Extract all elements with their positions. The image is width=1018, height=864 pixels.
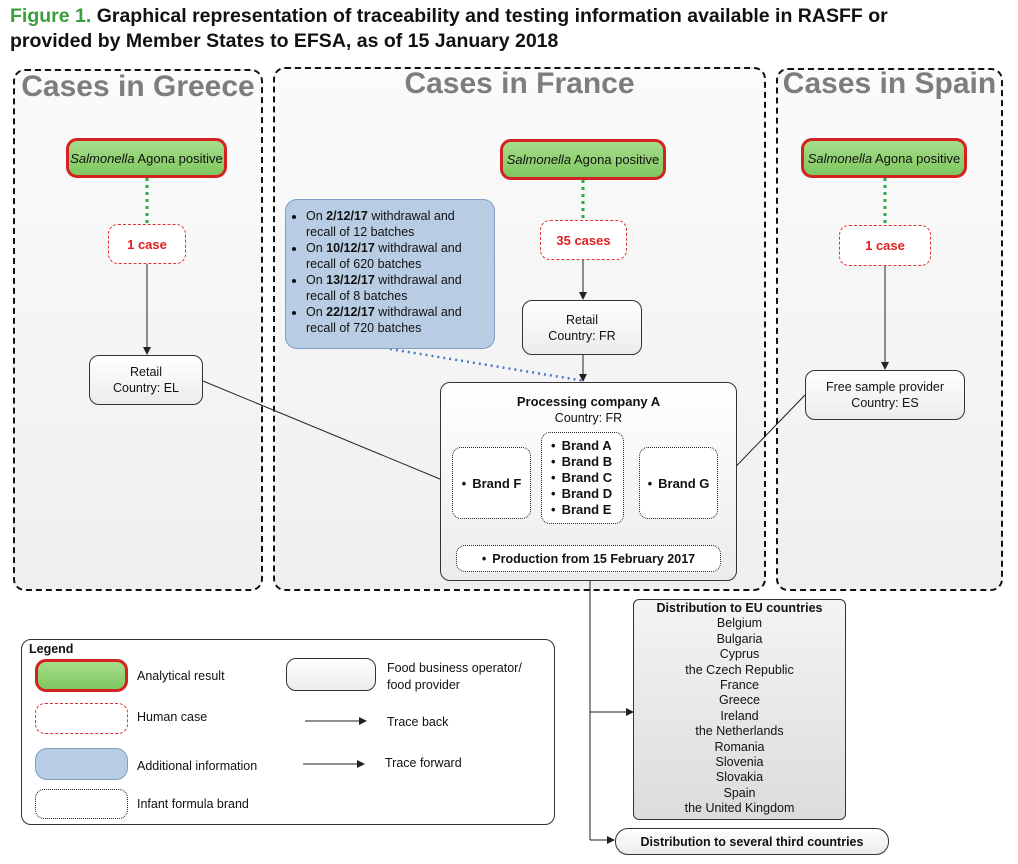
country-item: Spain (723, 785, 756, 800)
info-item: On 10/12/17 withdrawal and recall of 620… (306, 240, 486, 272)
france-retail: Retail Country: FR (522, 300, 642, 355)
info-item: On 2/12/17 withdrawal and recall of 12 b… (306, 208, 486, 240)
legend-infant-label: Infant formula brand (137, 797, 249, 811)
country-item: Cyprus (719, 647, 760, 662)
country-item: Slovakia (715, 770, 764, 785)
legend-trace-forward-label: Trace forward (385, 756, 462, 770)
legend-fbo-swatch (286, 658, 376, 691)
brand-item: Brand C (551, 470, 623, 486)
country-item: Bulgaria (716, 631, 763, 646)
legend-fbo-label: Food business operator/ food provider (387, 661, 522, 692)
figure-title-line2: provided by Member States to EFSA, as of… (10, 30, 559, 52)
brand-item: Brand B (551, 454, 623, 470)
greece-human-case: 1 case (108, 224, 186, 264)
legend-title: Legend (29, 642, 74, 656)
brand-item: Brand E (551, 502, 623, 518)
france-analytical-result: Salmonella Agona positive (500, 139, 666, 180)
legend-trace-back-label: Trace back (387, 715, 449, 729)
region-france-title: Cases in France (404, 67, 635, 100)
country-item: the Czech Republic (685, 662, 794, 677)
region-greece-title: Cases in Greece (21, 70, 255, 103)
figure-label: Figure 1. (10, 5, 92, 27)
country-item: France (720, 678, 759, 693)
distribution-eu: Distribution to EU countries Belgium Bul… (633, 599, 846, 820)
legend-analytical-label: Analytical result (137, 669, 225, 683)
processing-country: Country: FR (554, 411, 623, 425)
country-item: Romania (714, 739, 765, 754)
greece-retail: Retail Country: EL (89, 355, 203, 405)
spain-analytical-result: Salmonella Agona positive (801, 138, 967, 178)
legend-additional-label: Additional information (137, 759, 258, 773)
france-human-case: 35 cases (540, 220, 627, 260)
info-item: On 22/12/17 withdrawal and recall of 720… (306, 304, 486, 336)
spain-human-case: 1 case (839, 225, 931, 266)
country-item: Greece (719, 693, 760, 708)
production-box: Production from 15 February 2017 (456, 545, 721, 572)
brand-f-box: Brand F (452, 447, 531, 519)
legend-additional-swatch (35, 748, 128, 780)
country-item: Slovenia (715, 755, 764, 770)
greece-analytical-result: Salmonella Agona positive (66, 138, 227, 178)
brand-item: Brand A (551, 438, 623, 454)
distribution-third-countries: Distribution to several third countries (615, 828, 889, 855)
france-additional-info: On 2/12/17 withdrawal and recall of 12 b… (285, 199, 495, 349)
figure-title-line1: Graphical representation of traceability… (96, 5, 888, 27)
legend-human-swatch (35, 703, 128, 734)
country-item: the Netherlands (695, 724, 784, 739)
legend-analytical-swatch (35, 659, 128, 692)
country-item: Belgium (716, 616, 763, 631)
processing-name: Processing company A (516, 394, 661, 409)
country-item: Ireland (720, 708, 759, 723)
production-date: Production from 15 February 2017 (482, 552, 695, 566)
info-item: On 13/12/17 withdrawal and recall of 8 b… (306, 272, 486, 304)
brand-g: Brand G (648, 476, 709, 491)
brand-g-box: Brand G (639, 447, 718, 519)
spain-free-sample-provider: Free sample provider Country: ES (805, 370, 965, 420)
legend-human-label: Human case (137, 710, 208, 724)
country-item: the United Kingdom (684, 801, 795, 816)
figure-title: Figure 1. Graphical representation of tr… (10, 4, 1010, 54)
region-spain-title: Cases in Spain (782, 67, 997, 100)
legend-infant-swatch (35, 789, 128, 819)
trace-greece-brandf (202, 380, 453, 486)
brands-a-e-box: Brand A Brand B Brand C Brand D Brand E (541, 432, 624, 524)
brand-item: Brand D (551, 486, 623, 502)
brand-f: Brand F (462, 476, 521, 491)
distribution-eu-title: Distribution to EU countries (656, 601, 823, 615)
